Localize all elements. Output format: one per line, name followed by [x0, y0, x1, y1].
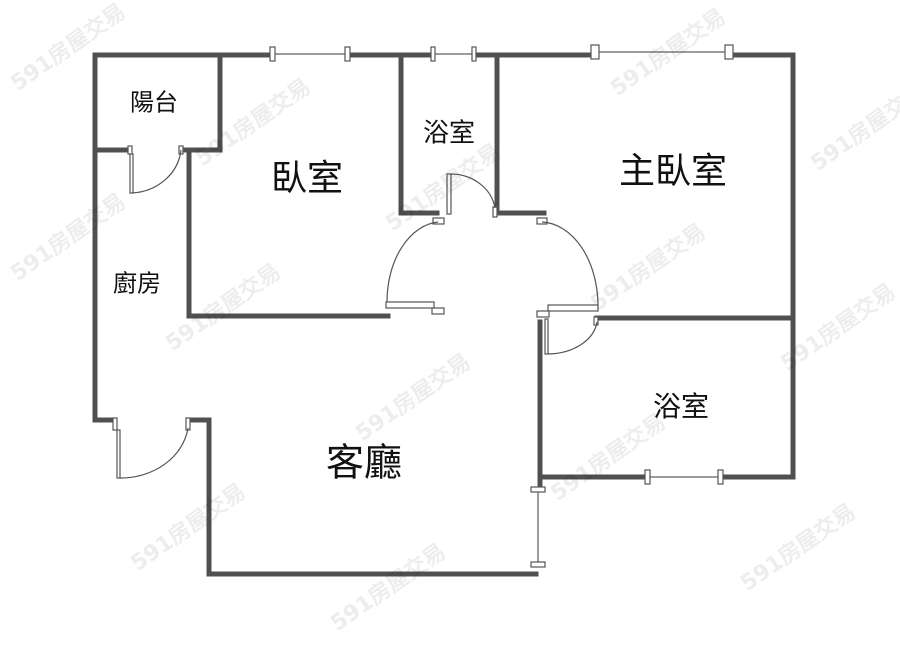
doors: [112, 145, 599, 479]
room-label-bathroom-large: 浴室: [652, 390, 710, 423]
room-label-master-bedroom: 主臥室: [618, 151, 728, 192]
room-label-bedroom: 臥室: [270, 158, 344, 199]
windows: [269, 44, 734, 568]
room-label-bathroom-small: 浴室: [422, 118, 476, 149]
walls: [92, 52, 796, 577]
room-label-balcony: 陽台: [130, 88, 178, 117]
room-label-living-room: 客廳: [325, 440, 403, 485]
room-label-kitchen: 廚房: [113, 269, 161, 298]
